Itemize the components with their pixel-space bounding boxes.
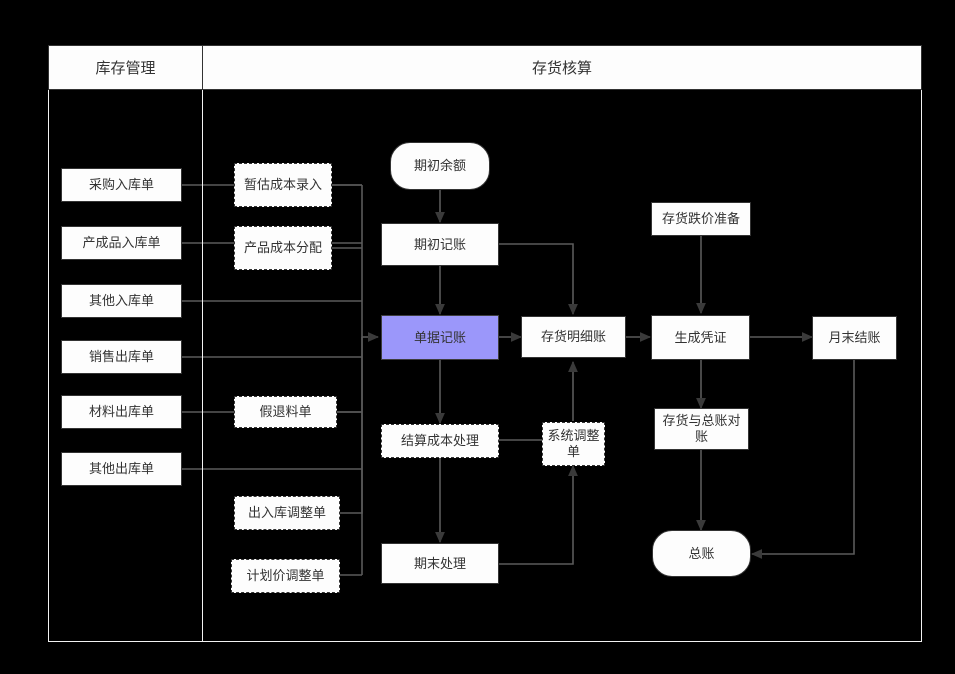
header-right-label: 存货核算 xyxy=(531,60,592,77)
node-label: 期末处理 xyxy=(413,555,466,571)
node-label: 单据记账 xyxy=(413,329,466,345)
node-label: 总账 xyxy=(688,545,715,561)
node-label: 生成凭证 xyxy=(674,329,727,345)
node-opening-posting[interactable]: 期初记账 xyxy=(381,223,499,266)
node-label: 计划价调整单 xyxy=(246,568,325,583)
header-inventory-accounting: 存货核算 xyxy=(202,45,922,90)
node-label: 存货明细账 xyxy=(540,329,606,344)
node-material-out[interactable]: 材料出库单 xyxy=(61,395,182,429)
node-month-end-close[interactable]: 月末结账 xyxy=(812,316,897,360)
node-label: 销售出库单 xyxy=(88,349,154,364)
node-other-in[interactable]: 其他入库单 xyxy=(61,284,182,318)
node-inventory-impair[interactable]: 存货跌价准备 xyxy=(651,202,751,236)
node-label: 采购入库单 xyxy=(88,177,154,192)
node-other-out[interactable]: 其他出库单 xyxy=(61,452,182,486)
node-purchase-in[interactable]: 采购入库单 xyxy=(61,168,182,202)
node-label: 存货跌价准备 xyxy=(661,211,740,226)
node-generate-voucher[interactable]: 生成凭证 xyxy=(651,315,750,360)
node-voucher-posting[interactable]: 单据记账 xyxy=(381,315,499,360)
node-inout-adjust[interactable]: 出入库调整单 xyxy=(234,496,340,530)
node-ledger-reconcile[interactable]: 存货与总账对账 xyxy=(654,408,749,450)
node-settle-cost[interactable]: 结算成本处理 xyxy=(381,424,499,458)
node-label: 结算成本处理 xyxy=(400,433,479,448)
header-inventory-management: 库存管理 xyxy=(48,45,203,90)
node-false-return[interactable]: 假退料单 xyxy=(234,396,337,428)
node-label: 期初余额 xyxy=(413,158,466,173)
node-label: 产品成本分配 xyxy=(243,240,322,255)
node-label: 存货与总账对账 xyxy=(662,413,741,444)
node-label: 其他入库单 xyxy=(88,293,154,308)
node-system-adjust[interactable]: 系统调整单 xyxy=(542,422,605,466)
node-label: 期初记账 xyxy=(413,236,466,252)
node-label: 系统调整单 xyxy=(547,428,600,459)
node-finished-in[interactable]: 产成品入库单 xyxy=(61,226,182,260)
node-period-end[interactable]: 期末处理 xyxy=(381,543,499,584)
node-product-cost-alloc[interactable]: 产品成本分配 xyxy=(234,226,332,270)
node-label: 材料出库单 xyxy=(88,404,154,419)
node-planned-price-adjust[interactable]: 计划价调整单 xyxy=(231,559,340,593)
node-estimated-cost-entry[interactable]: 暂估成本录入 xyxy=(234,163,332,207)
node-opening-balance[interactable]: 期初余额 xyxy=(390,142,490,190)
node-general-ledger[interactable]: 总账 xyxy=(652,530,751,577)
node-label: 月末结账 xyxy=(828,330,881,345)
node-sales-out[interactable]: 销售出库单 xyxy=(61,340,182,374)
node-label: 出入库调整单 xyxy=(247,505,326,520)
node-inventory-ledger[interactable]: 存货明细账 xyxy=(521,316,626,358)
node-label: 暂估成本录入 xyxy=(243,177,322,192)
node-label: 产成品入库单 xyxy=(82,235,161,250)
header-left-label: 库存管理 xyxy=(95,60,156,77)
node-label: 其他出库单 xyxy=(88,461,154,476)
node-label: 假退料单 xyxy=(259,404,312,419)
